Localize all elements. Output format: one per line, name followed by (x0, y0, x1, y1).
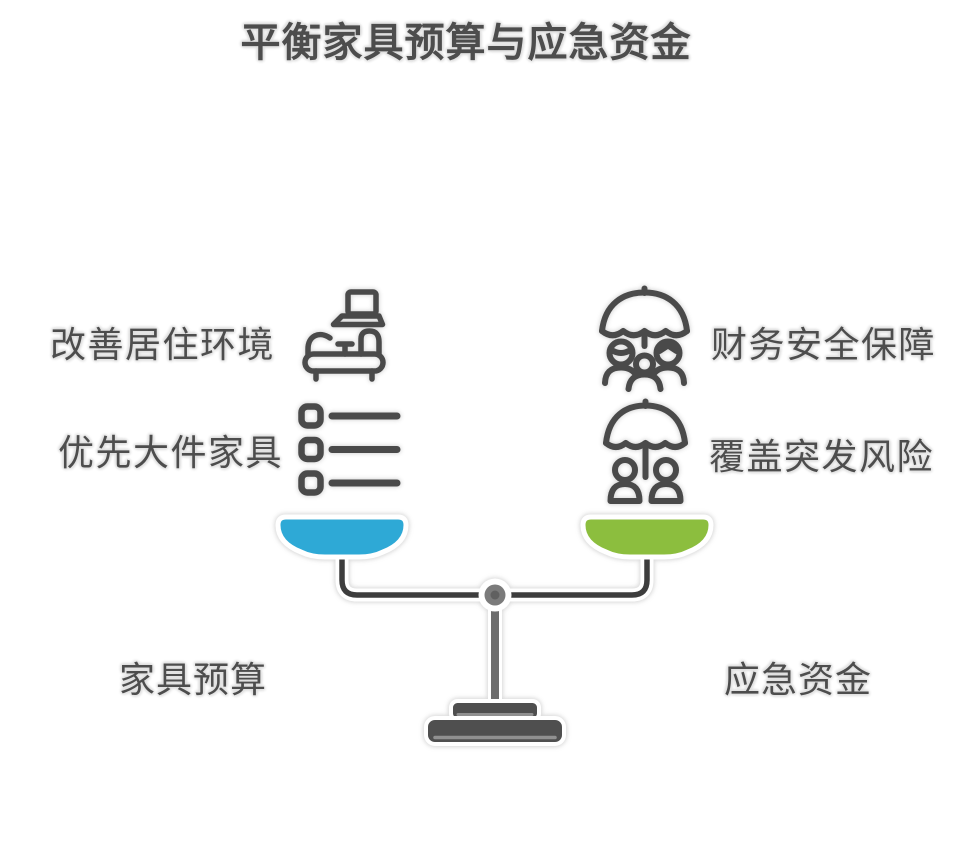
page-title: 平衡家具预算与应急资金 (240, 21, 692, 65)
feature-label: 覆盖突发风险 (709, 436, 935, 477)
pivot-center (490, 590, 500, 600)
feature-label: 改善居住环境 (49, 324, 275, 365)
umbrella-couple-icon (603, 398, 688, 504)
left-pan (275, 514, 409, 560)
balance-scale (275, 514, 714, 746)
feature-item-improve-living: 改善居住环境 (50, 286, 400, 398)
left-pan-label: 家具预算 (119, 659, 268, 700)
checklist-icon (298, 402, 401, 496)
feature-item-cover-risks: 覆盖突发风险 (598, 398, 933, 510)
umbrella-family-icon (599, 285, 690, 392)
right-pan (580, 514, 714, 560)
sofa-laptop-icon (302, 289, 386, 382)
base-lower (424, 716, 566, 746)
right-pan-label: 应急资金 (724, 659, 873, 700)
feature-label: 优先大件家具 (57, 432, 283, 473)
feature-item-prioritize-furniture: 优先大件家具 (55, 398, 403, 502)
feature-label: 财务安全保障 (711, 324, 937, 365)
feature-item-financial-security: 财务安全保障 (592, 285, 935, 399)
